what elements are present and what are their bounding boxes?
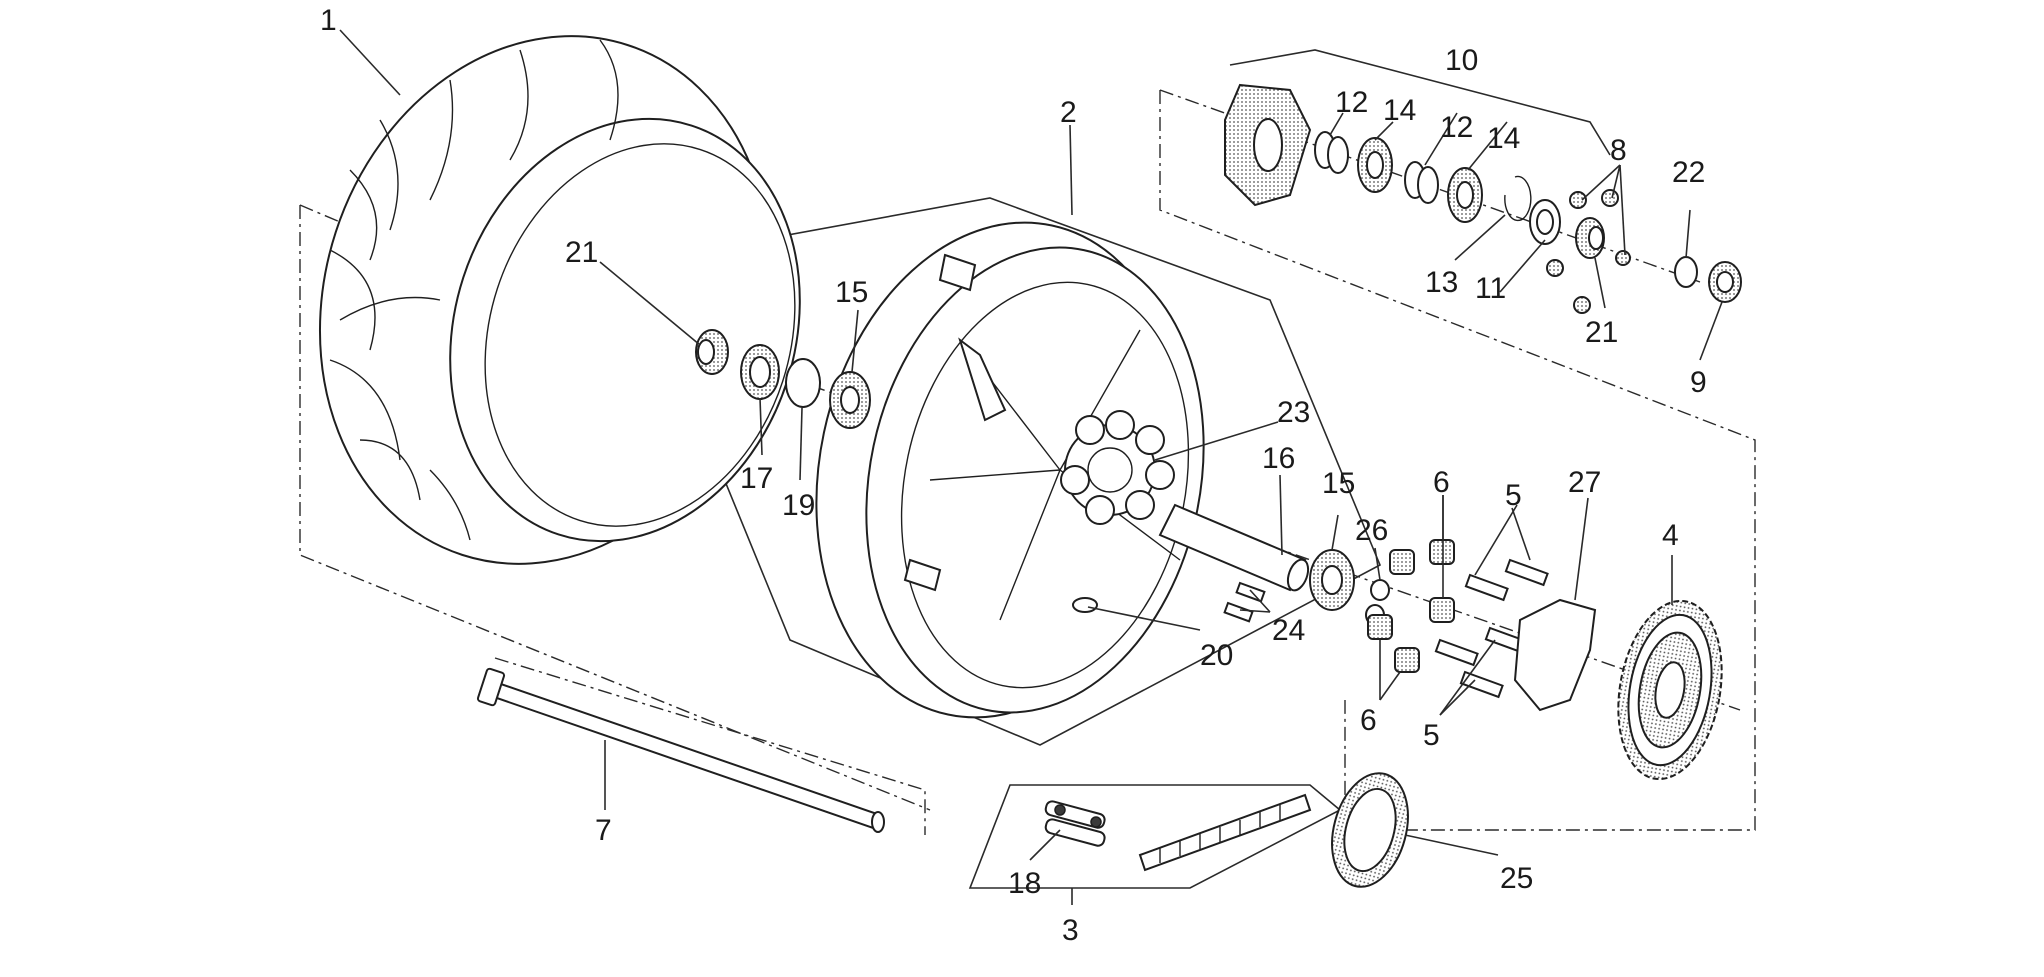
cush-drive-rubbers <box>1060 410 1175 525</box>
carrier-washer <box>1529 199 1561 245</box>
callout-23: 23 <box>1277 396 1310 429</box>
axle-group-outline <box>494 657 926 835</box>
callout-10: 10 <box>1445 44 1478 77</box>
callout-21-right: 21 <box>1585 316 1618 349</box>
callout-21-left: 21 <box>565 236 598 269</box>
callout-18: 18 <box>1008 867 1041 900</box>
callout-27: 27 <box>1568 466 1601 499</box>
chain-group-outline <box>968 784 1342 889</box>
bearing-right <box>1309 549 1355 611</box>
callout-15-left: 15 <box>835 276 868 309</box>
callout-7: 7 <box>595 814 612 847</box>
callout-6-upper: 6 <box>1433 466 1450 499</box>
valve-plate <box>1072 597 1098 613</box>
callout-5-upper: 5 <box>1505 479 1522 512</box>
callout-16: 16 <box>1262 442 1295 475</box>
carrier-spacer-1 <box>1314 131 1349 174</box>
sprocket-carrier <box>1224 83 1312 207</box>
callout-19: 19 <box>782 489 815 522</box>
chain-master-link <box>1044 800 1106 847</box>
tyre-group-outline <box>299 205 931 811</box>
tyre-axis-line <box>299 204 341 223</box>
callout-8: 8 <box>1610 134 1627 167</box>
callout-11: 11 <box>1475 272 1506 305</box>
callout-13: 13 <box>1425 266 1458 299</box>
carrier-circlip <box>1504 175 1532 222</box>
callout-24: 24 <box>1272 614 1305 647</box>
circlip-left <box>785 358 821 408</box>
drive-chain <box>1138 793 1312 872</box>
sprocket-nuts <box>1367 539 1455 673</box>
carrier-bearing-1 <box>1357 137 1393 193</box>
callout-14-left: 14 <box>1383 94 1416 127</box>
callout-12-left: 12 <box>1335 86 1368 119</box>
tyre <box>318 35 801 565</box>
carrier-nuts <box>1546 189 1631 314</box>
callout-1: 1 <box>320 4 337 37</box>
carrier-spacer-2 <box>1404 161 1439 204</box>
callout-20: 20 <box>1200 639 1233 672</box>
callout-9: 9 <box>1690 366 1707 399</box>
callout-14-right: 14 <box>1487 122 1520 155</box>
callout-2: 2 <box>1060 96 1077 129</box>
callout-6-lower: 6 <box>1360 704 1377 737</box>
carrier-bearing-2 <box>1447 167 1483 223</box>
spacer-bush-left <box>695 329 729 375</box>
callout-25: 25 <box>1500 862 1533 895</box>
leader-lines <box>339 29 1723 905</box>
rear-sprocket <box>1617 599 1723 781</box>
axle-nut <box>1708 261 1742 303</box>
axle-washer <box>1674 256 1698 288</box>
callout-3: 3 <box>1062 914 1079 947</box>
wheel-axle <box>476 667 885 833</box>
callout-17: 17 <box>740 462 773 495</box>
callout-26: 26 <box>1355 514 1388 547</box>
spacer-tube <box>1158 503 1310 592</box>
callout-labels: 1 2 3 4 5 5 6 6 7 8 9 10 11 12 12 13 14 … <box>320 4 1707 947</box>
bearing-left <box>829 371 871 429</box>
callout-5-lower: 5 <box>1423 719 1440 752</box>
oil-seal <box>740 344 780 400</box>
sprocket-flange <box>1513 598 1597 712</box>
callout-22: 22 <box>1672 156 1705 189</box>
bearing-group-outline <box>1229 49 1611 156</box>
callout-4: 4 <box>1662 519 1679 552</box>
disc-screws <box>1223 581 1266 623</box>
spacer-bush-right <box>1575 217 1605 259</box>
abs-tone-ring <box>1331 772 1409 888</box>
wheel-rim <box>815 221 1205 719</box>
callout-12-right: 12 <box>1440 111 1473 144</box>
callout-15-right: 15 <box>1322 467 1355 500</box>
